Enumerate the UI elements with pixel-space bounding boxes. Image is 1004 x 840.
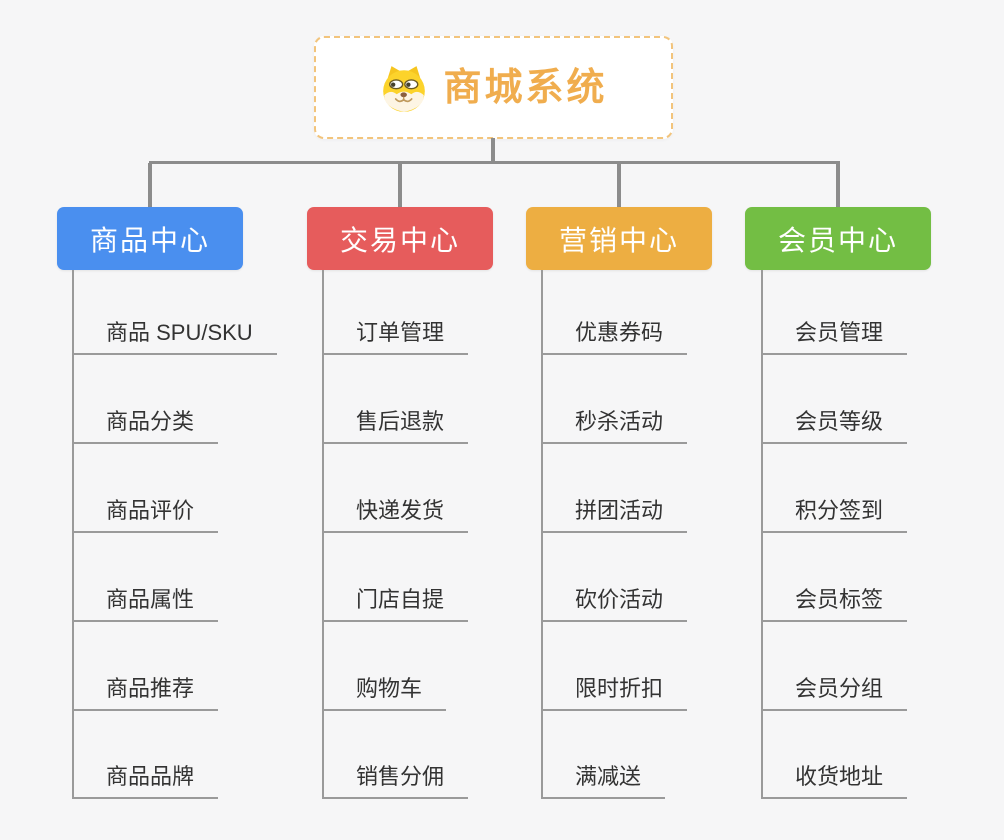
connector-branch-stub-2 bbox=[398, 163, 402, 207]
topic-product-recommend[interactable]: 商品推荐 bbox=[72, 673, 219, 711]
topic-bargain-activity[interactable]: 砍价活动 bbox=[541, 584, 688, 622]
branch-node-trade-center[interactable]: 交易中心 bbox=[307, 207, 493, 270]
connector-branch-stub-4 bbox=[836, 163, 840, 207]
topic-points-checkin[interactable]: 积分签到 bbox=[761, 495, 908, 533]
topic-limited-discount[interactable]: 限时折扣 bbox=[541, 673, 688, 711]
connector-subtree-line-2 bbox=[322, 270, 324, 799]
topic-flash-sale[interactable]: 秒杀活动 bbox=[541, 406, 688, 444]
topic-coupon-code[interactable]: 优惠券码 bbox=[541, 317, 688, 355]
connector-subtree-line-3 bbox=[541, 270, 543, 799]
topic-member-tag[interactable]: 会员标签 bbox=[761, 584, 908, 622]
topic-store-pickup[interactable]: 门店自提 bbox=[322, 584, 469, 622]
branch-node-marketing-center[interactable]: 营销中心 bbox=[526, 207, 712, 270]
branch-node-member-center[interactable]: 会员中心 bbox=[745, 207, 931, 270]
topic-product-spu-sku[interactable]: 商品 SPU/SKU bbox=[72, 317, 277, 355]
topic-member-management[interactable]: 会员管理 bbox=[761, 317, 908, 355]
connector-subtree-line-4 bbox=[761, 270, 763, 799]
topic-spend-and-save[interactable]: 满减送 bbox=[541, 761, 666, 799]
connector-branch-stub-3 bbox=[617, 163, 621, 207]
topic-product-brand[interactable]: 商品品牌 bbox=[72, 761, 219, 799]
topic-product-review[interactable]: 商品评价 bbox=[72, 495, 219, 533]
topic-member-level[interactable]: 会员等级 bbox=[761, 406, 908, 444]
topic-shopping-cart[interactable]: 购物车 bbox=[322, 673, 447, 711]
topic-order-management[interactable]: 订单管理 bbox=[322, 317, 469, 355]
topic-sales-commission[interactable]: 销售分佣 bbox=[322, 761, 469, 799]
connector-subtree-line-1 bbox=[72, 270, 74, 799]
connector-root-stub bbox=[491, 138, 495, 163]
doge-icon bbox=[383, 65, 426, 112]
branch-node-product-center[interactable]: 商品中心 bbox=[57, 207, 243, 270]
topic-product-attribute[interactable]: 商品属性 bbox=[72, 584, 219, 622]
topic-member-group[interactable]: 会员分组 bbox=[761, 673, 908, 711]
topic-group-buy[interactable]: 拼团活动 bbox=[541, 495, 688, 533]
connector-branch-stub-1 bbox=[148, 163, 152, 207]
topic-express-delivery[interactable]: 快递发货 bbox=[322, 495, 469, 533]
topic-aftersale-refund[interactable]: 售后退款 bbox=[322, 406, 469, 444]
connector-horizontal-bar bbox=[149, 161, 840, 164]
topic-shipping-address[interactable]: 收货地址 bbox=[761, 761, 908, 799]
root-title: 商城系统 bbox=[443, 66, 608, 109]
topic-product-category[interactable]: 商品分类 bbox=[72, 406, 219, 444]
root-node-mall-system[interactable]: 商城系统 bbox=[314, 36, 673, 139]
